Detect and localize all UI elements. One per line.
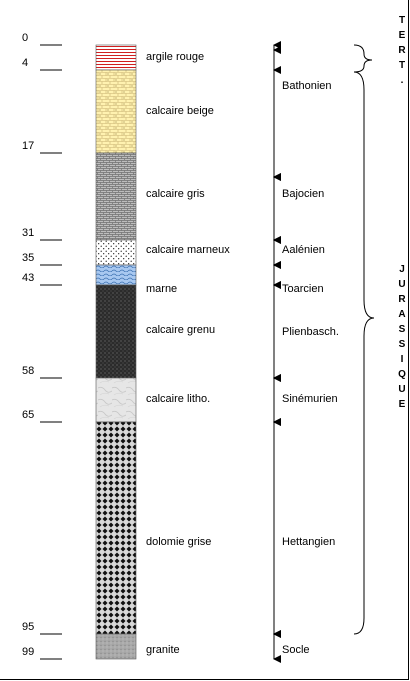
stage-label: Bajocien (282, 188, 324, 200)
layer-9 (95, 633, 137, 660)
depth-axis: 0 4 17 31 35 43 58 65 95 99 (22, 32, 62, 660)
jurassic-letter: U (398, 279, 405, 290)
lithology-label: calcaire gris (146, 188, 205, 200)
lithology-label: calcaire litho. (146, 393, 210, 405)
tertiary-letter: E (399, 30, 406, 41)
layer-5 (95, 264, 137, 286)
layer-4 (95, 239, 137, 266)
tertiary-brace (353, 44, 373, 73)
layer-8 (95, 421, 137, 635)
depth-tick-label: 0 (22, 32, 28, 44)
tertiary-letter: T (399, 15, 405, 26)
tertiary-letter: T (399, 60, 405, 71)
layer-6 (95, 284, 137, 379)
jurassic-letter: R (398, 294, 406, 305)
depth-tick-label: 35 (22, 252, 34, 264)
stage-label: Socle (282, 644, 310, 656)
stage-label: Hettangien (282, 536, 335, 548)
stage-label: Bathonien (282, 80, 332, 92)
lithology-label: granite (146, 644, 180, 656)
lithology-label: calcaire grenu (146, 324, 215, 336)
stage-label: Aalénien (282, 244, 325, 256)
depth-tick-label: 65 (22, 409, 34, 421)
jurassic-letter: Q (398, 369, 406, 380)
jurassic-letter: A (398, 309, 405, 320)
layer-2 (95, 69, 137, 154)
jurassic-letter: J (399, 264, 405, 275)
lithology-label: calcaire marneux (146, 244, 230, 256)
depth-tick-label: 43 (22, 272, 34, 284)
jurassic-letter: E (399, 399, 406, 410)
depth-tick-label: 31 (22, 227, 34, 239)
jurassic-letter: I (401, 354, 404, 365)
tertiary-letter: . (401, 75, 404, 86)
stage-arrows: BathonienBajocienAalénienToarcienPlienba… (273, 41, 339, 663)
depth-tick-label: 58 (22, 365, 34, 377)
lithology-label: argile rouge (146, 51, 204, 63)
tertiary-letter: R (398, 45, 406, 56)
layer-3 (95, 152, 137, 241)
jurassic-letter: U (398, 384, 405, 395)
jurassic-letter: S (399, 324, 406, 335)
lithology-label: dolomie grise (146, 536, 211, 548)
lithology-label: marne (146, 283, 177, 295)
lithology-labels: argile rouge calcaire beige calcaire gris c… (146, 51, 230, 656)
depth-tick-label: 17 (22, 140, 34, 152)
lithology-label: calcaire beige (146, 105, 214, 117)
depth-tick-label: 95 (22, 621, 34, 633)
stage-label: Toarcien (282, 283, 324, 295)
layer-7 (95, 377, 137, 423)
jurassic-letter: S (399, 339, 406, 350)
lithology-column (95, 44, 137, 660)
stage-label: Sinémurien (282, 393, 338, 405)
layer-1 (95, 44, 137, 71)
depth-tick-label: 4 (22, 57, 28, 69)
jurassic-brace (353, 71, 375, 635)
stage-label: Plienbasch. (282, 326, 339, 338)
depth-tick-label: 99 (22, 646, 34, 658)
